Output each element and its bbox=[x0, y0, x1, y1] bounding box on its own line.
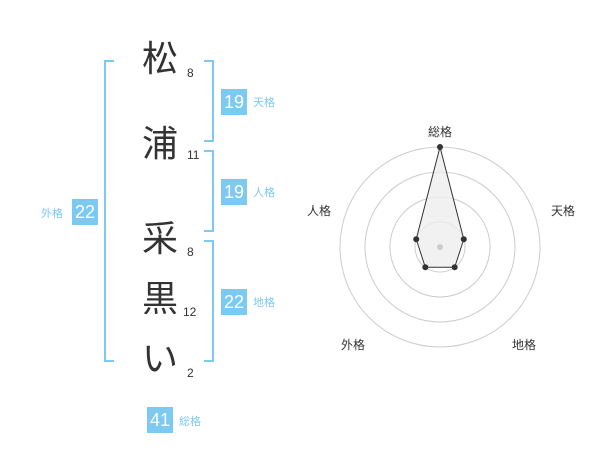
name-char-2: 浦 bbox=[141, 124, 178, 165]
stroke-count-3: 8 bbox=[187, 245, 194, 259]
radar-label-chi: 地格 bbox=[512, 338, 537, 352]
name-char-3: 采 bbox=[141, 219, 178, 260]
gai-bracket bbox=[104, 60, 114, 362]
radar-point-4 bbox=[422, 264, 429, 271]
gai-label: 外格 bbox=[41, 207, 63, 220]
chi-bracket bbox=[204, 240, 214, 362]
radar-label-gai: 外格 bbox=[341, 338, 366, 352]
ten-label: 天格 bbox=[253, 96, 275, 109]
radar-polygon bbox=[415, 146, 465, 268]
sou-value-badge: 41 bbox=[147, 407, 173, 433]
radar-point-1 bbox=[437, 144, 443, 150]
chi-value-badge: 22 bbox=[221, 289, 247, 315]
jin-label: 人格 bbox=[253, 186, 275, 199]
name-char-1: 松 bbox=[141, 39, 178, 80]
sou-label: 総格 bbox=[179, 415, 201, 428]
jin-value-badge: 19 bbox=[221, 179, 247, 205]
chi-label: 地格 bbox=[253, 296, 275, 309]
name-char-5: い bbox=[141, 339, 178, 380]
ten-value-badge: 19 bbox=[221, 89, 247, 115]
stroke-count-1: 8 bbox=[187, 66, 194, 80]
radar-label-jin: 人格 bbox=[307, 204, 332, 218]
fortune-radar-chart bbox=[339, 144, 541, 348]
stroke-count-2: 11 bbox=[187, 148, 200, 162]
radar-center-dot bbox=[437, 244, 443, 250]
stroke-count-4: 12 bbox=[183, 305, 197, 319]
jin-bracket bbox=[204, 150, 214, 232]
radar-label-ten: 天格 bbox=[551, 204, 576, 218]
radar-point-5 bbox=[413, 236, 420, 243]
radar-label-sou: 総格 bbox=[428, 125, 453, 139]
ten-bracket bbox=[204, 60, 214, 142]
stroke-count-5: 2 bbox=[187, 366, 194, 380]
radar-point-2 bbox=[460, 236, 467, 243]
radar-point-3 bbox=[451, 264, 458, 271]
gai-value-badge: 22 bbox=[72, 199, 98, 225]
name-char-4: 黒 bbox=[141, 279, 178, 320]
